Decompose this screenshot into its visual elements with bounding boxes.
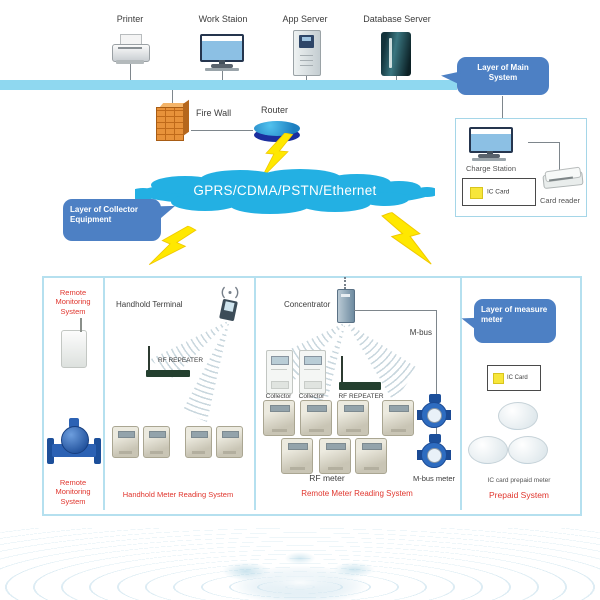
concentrator-label: Concentrator (284, 300, 331, 309)
handhold-system-label: Handhold Meter Reading System (122, 490, 234, 499)
meter-icon (185, 426, 212, 458)
meter-icon (281, 438, 313, 474)
meter-icon (216, 426, 243, 458)
antenna-icon (344, 277, 346, 289)
database-server-icon (381, 32, 411, 76)
meter-icon (355, 438, 387, 474)
lightning-icon (261, 133, 294, 179)
bubble-tail (440, 68, 461, 85)
ic-card-label: IC Card (507, 375, 528, 381)
connector-line (222, 70, 223, 80)
meter-icon (382, 400, 414, 436)
measure-layer-bubble: Layer of measure meter (459, 299, 556, 343)
connector-line (172, 90, 173, 104)
meter-icon (300, 400, 332, 436)
connector-line (502, 96, 503, 118)
rtu-icon (61, 318, 87, 368)
rf-repeater-icon (341, 356, 343, 384)
cloud-label: GPRS/CDMA/PSTN/Ethernet (193, 183, 377, 198)
mbus-meter-label: M-bus meter (412, 474, 456, 483)
app-server-icon (293, 30, 321, 76)
ic-card-box: IC Card (487, 365, 541, 391)
database-server-label: Database Server (363, 14, 431, 24)
charge-station-label: Charge Station (465, 164, 517, 173)
rf-meter-label: RF meter (309, 473, 345, 483)
prepaid-meter-label: IC card prepaid meter (487, 477, 551, 484)
connector-line (396, 74, 397, 80)
bubble-tail (156, 202, 178, 219)
ic-card-icon (470, 187, 483, 199)
prepaid-meter-icon (508, 436, 548, 466)
main-layer-bubble-label: Layer of Main System (477, 63, 529, 83)
remote-monitoring-bottom-label: Remote Monitoring System (55, 478, 91, 506)
meter-icon (337, 400, 369, 436)
main-system-bus (0, 80, 457, 90)
printer-label: Printer (116, 14, 144, 24)
meter-icon (143, 426, 170, 458)
firewall-icon (156, 99, 190, 141)
card-reader-icon (542, 166, 584, 191)
mbus-meter-icon (417, 392, 453, 430)
connector-line (191, 130, 253, 131)
column-divider (254, 278, 256, 510)
meter-icon (263, 400, 295, 436)
main-layer-bubble: Layer of Main System (440, 57, 549, 95)
firewall-label: Fire Wall (196, 108, 232, 118)
workstation-label: Work Staion (198, 14, 248, 24)
charge-station-panel: Charge Station IC Card Card reader (455, 118, 587, 217)
rf-repeater-label: RF REPEATER (338, 393, 384, 400)
charge-computer-icon (469, 127, 513, 161)
rf-repeater-label: RF REPEATER (158, 357, 204, 364)
measure-layer-bubble-label: Layer of measure meter (481, 305, 548, 325)
water-meter-icon (47, 418, 101, 468)
rf-repeater-icon (146, 370, 190, 377)
collector-layer-bubble-label: Layer of Collector Equipment (70, 205, 139, 225)
connector-line (528, 142, 559, 143)
lightning-icon (381, 211, 432, 265)
column-divider (460, 278, 462, 510)
water-ripple (0, 528, 600, 600)
router-label: Router (261, 105, 289, 115)
meter-layer-box (42, 276, 582, 516)
workstation-icon (200, 34, 244, 72)
prepaid-meter-icon (468, 436, 508, 466)
ic-card-box: IC Card (462, 178, 536, 206)
ic-card-icon (493, 373, 504, 384)
cloud-shape (135, 169, 435, 214)
connector-line (130, 64, 131, 80)
handhold-terminal-label: Handhold Terminal (116, 300, 183, 309)
wireless-signal-icon (221, 286, 239, 299)
collector-label: Collector (298, 393, 325, 400)
meter-icon (319, 438, 351, 474)
mbus-label: M-bus (409, 328, 432, 337)
collector-layer-bubble: Layer of Collector Equipment (63, 199, 178, 241)
mbus-line (354, 310, 436, 311)
rf-repeater-icon (339, 382, 381, 390)
connector-line (306, 72, 307, 80)
rf-repeater-icon (148, 346, 150, 372)
column-divider (103, 278, 105, 510)
remote-reading-system-label: Remote Meter Reading System (301, 489, 413, 498)
meter-icon (112, 426, 139, 458)
lightning-icon (148, 225, 197, 266)
prepaid-system-label: Prepaid System (489, 490, 549, 500)
prepaid-meter-icon (498, 402, 538, 432)
remote-monitoring-top-label: Remote Monitoring System (55, 288, 91, 316)
mbus-line (436, 310, 437, 452)
collector-icon (299, 350, 326, 394)
printer-icon (112, 34, 150, 66)
app-server-label: App Server (282, 14, 328, 24)
mbus-meter-icon (417, 432, 453, 470)
ic-card-label: IC Card (487, 188, 510, 196)
connector-line (559, 142, 560, 173)
card-reader-label: Card reader (539, 196, 581, 205)
collector-icon (266, 350, 293, 394)
collector-label: Collector (265, 393, 292, 400)
concentrator-icon (337, 289, 355, 323)
